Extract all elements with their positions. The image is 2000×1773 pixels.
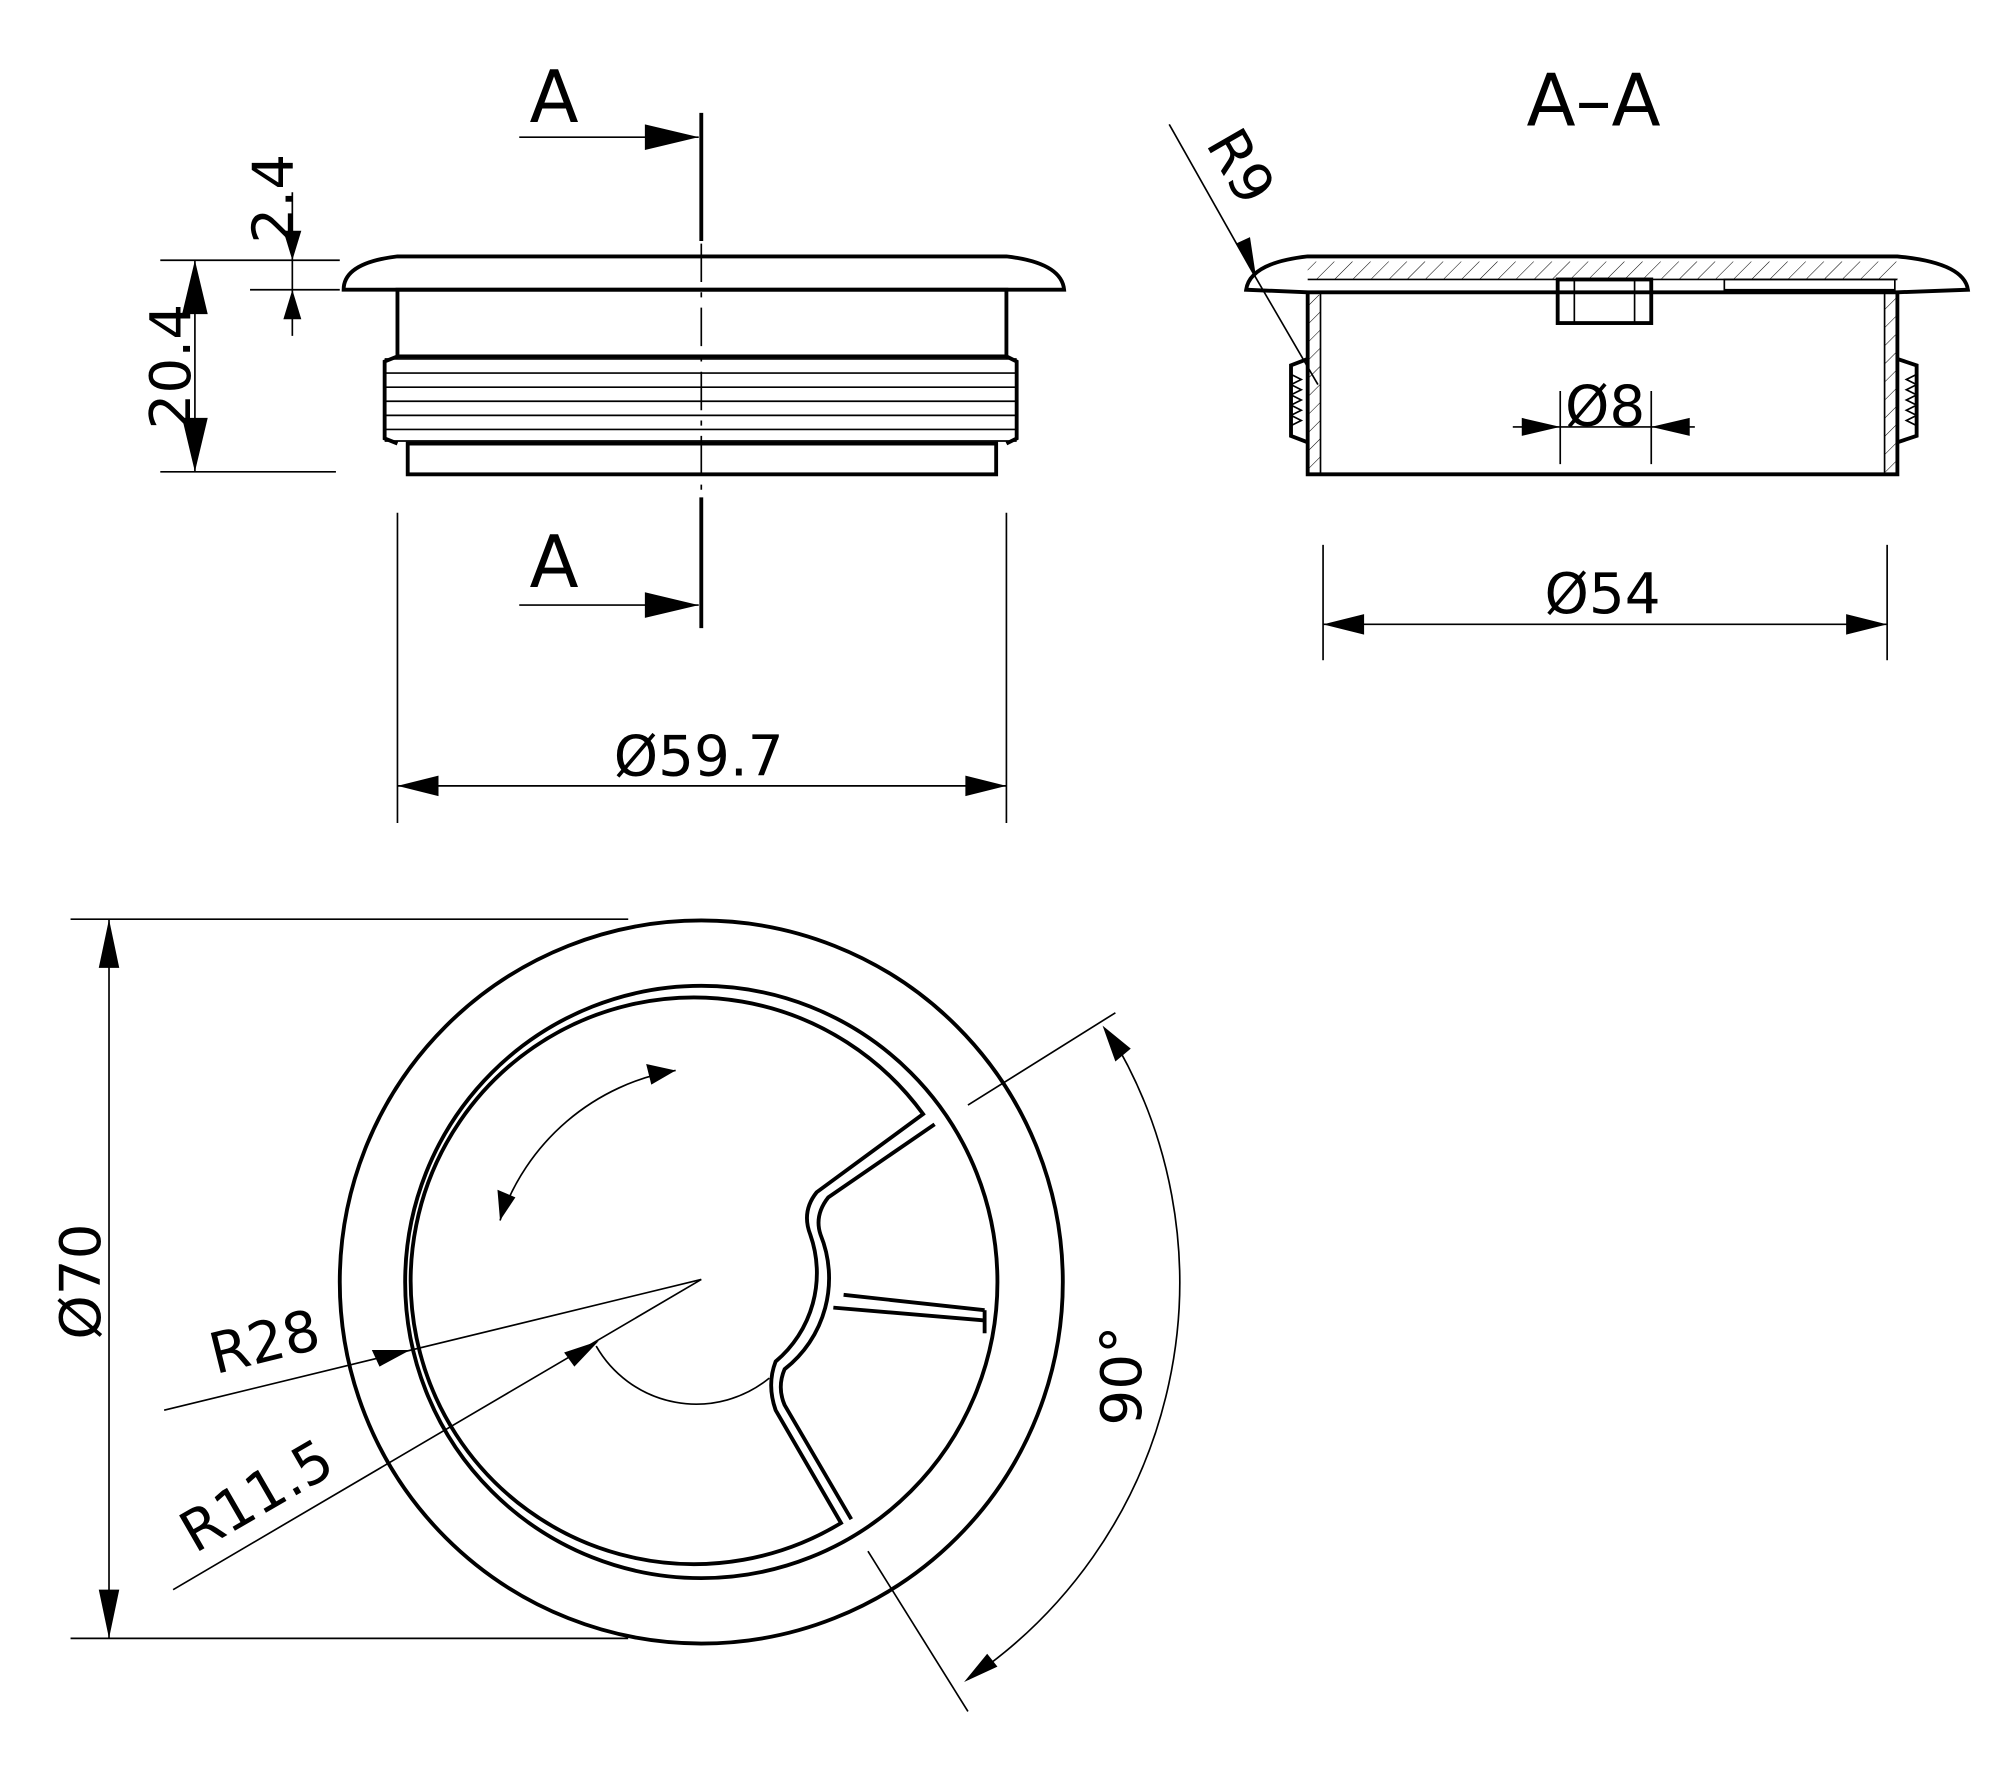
top-view: Ø70 R28 R11.5 90° bbox=[49, 918, 1181, 1712]
section-view: A–A R9 Ø8 Ø54 bbox=[1168, 59, 1971, 661]
dim-diameter-54: Ø54 bbox=[1544, 562, 1660, 627]
section-title: A–A bbox=[1527, 59, 1661, 143]
outer-flange-circle bbox=[337, 918, 1065, 1646]
dim-diameter-59-7: Ø59.7 bbox=[614, 725, 784, 790]
section-mark-top: A bbox=[530, 55, 579, 139]
dim-hole-8: Ø8 bbox=[1565, 375, 1645, 440]
dim-r11-5: R11.5 bbox=[169, 1427, 344, 1566]
section-flange bbox=[1243, 254, 1971, 295]
center-boss bbox=[1555, 277, 1654, 325]
dim-height: 20.4 bbox=[139, 304, 204, 430]
dim-outer-70: Ø70 bbox=[49, 1224, 114, 1340]
inner-ring bbox=[403, 983, 1000, 1581]
dim-radius-r9: R9 bbox=[1193, 118, 1287, 216]
flange bbox=[341, 254, 1067, 292]
dim-angle-90: 90° bbox=[1090, 1326, 1155, 1426]
inner-cover bbox=[408, 995, 926, 1567]
dim-flange: 2.4 bbox=[241, 154, 306, 244]
section-mark-bottom: A bbox=[530, 520, 579, 604]
front-view: A A 20.4 2.4 Ø59.7 bbox=[139, 55, 1067, 824]
